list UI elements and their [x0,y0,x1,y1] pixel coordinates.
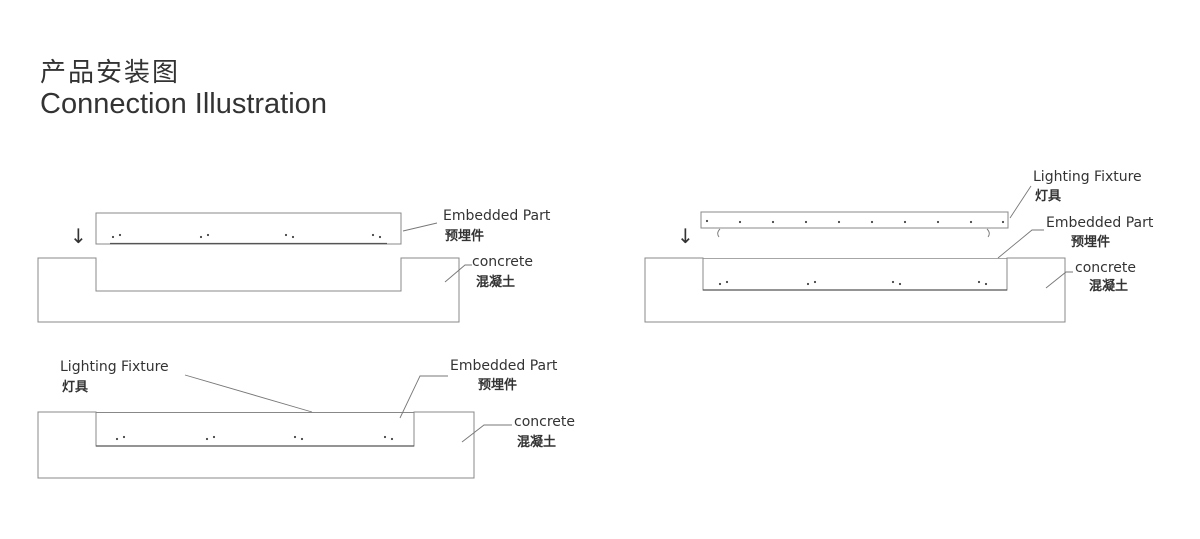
title-chinese: 产品安装图 [40,58,181,88]
diagram-step-3: Lighting Fixture 灯具 Embedded Part 预埋件 co… [37,358,575,479]
label-embedded-part: Embedded Part [443,208,551,224]
title-english: Connection Illustration [40,88,327,120]
label-concrete-cn: 混凝土 [517,434,556,450]
concrete-block [37,411,475,479]
label-concrete: concrete [1075,260,1136,276]
label-embedded-part-cn: 预埋件 [478,377,517,393]
diagram-step-2: ↓ Lighting Fixture 灯具 Embedded Part 预埋件 … [644,169,1154,323]
embedded-part-dots [718,280,988,286]
label-embedded-part: Embedded Part [1046,215,1154,231]
label-embedded-part-cn: 预埋件 [445,228,484,244]
label-lighting-fixture-cn: 灯具 [1035,188,1061,204]
concrete-block [37,257,460,323]
label-embedded-part: Embedded Part [450,358,558,374]
leader-line [399,375,448,419]
leader-line [402,222,438,232]
down-arrow-icon: ↓ [70,224,87,248]
leader-line [1045,271,1073,289]
embedded-part-dots [111,233,382,239]
label-concrete: concrete [472,254,533,270]
leader-line [444,264,472,283]
embedded-part-dots [115,435,394,441]
label-lighting-fixture: Lighting Fixture [60,359,169,375]
diagram-step-1: ↓ Embedded Part 预埋件 concrete 混凝土 [37,208,551,323]
down-arrow-icon: ↓ [677,224,694,248]
leader-line [461,424,512,443]
label-embedded-part-cn: 预埋件 [1071,234,1110,250]
fixture-clips [717,228,990,238]
lighting-fixture [700,211,1009,229]
leader-line [997,229,1044,259]
label-concrete: concrete [514,414,575,430]
label-lighting-fixture-cn: 灯具 [62,379,88,395]
embedded-part [95,212,402,245]
fixture-dots [705,219,1005,224]
label-lighting-fixture: Lighting Fixture [1033,169,1142,185]
leader-line [1009,185,1032,219]
leader-line [184,374,313,413]
label-concrete-cn: 混凝土 [476,274,515,290]
label-concrete-cn: 混凝土 [1089,278,1128,294]
